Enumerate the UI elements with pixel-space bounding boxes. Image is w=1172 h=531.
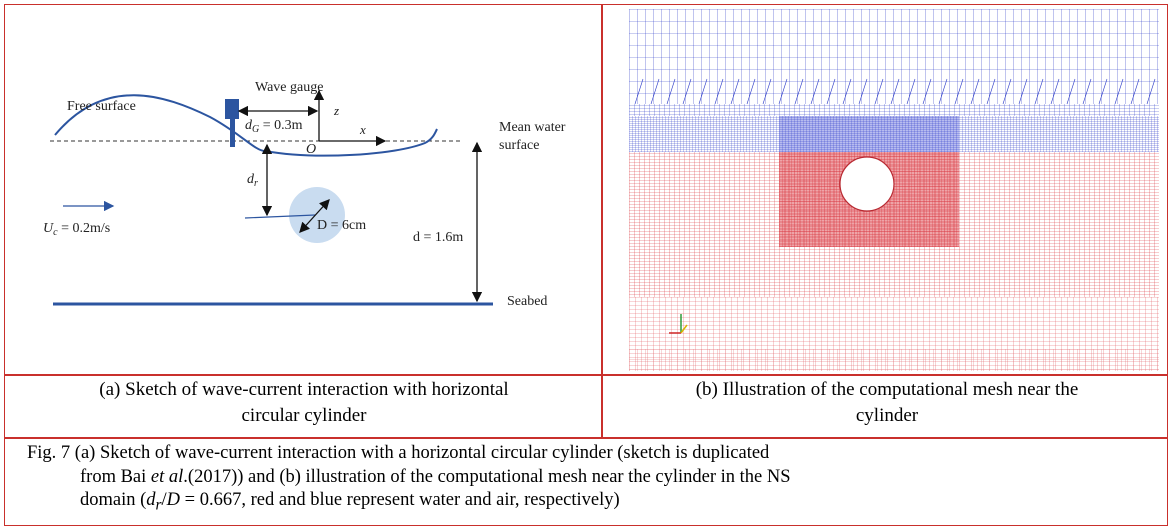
mesh-transition-slash <box>762 78 772 105</box>
mesh-transition-slash <box>682 78 692 105</box>
mesh-transition-slash <box>842 78 852 105</box>
air-coarse-mesh <box>629 9 1159 104</box>
wave-gauge-probe <box>230 119 235 147</box>
water-bottom-mesh <box>629 349 1159 371</box>
mesh-transition-slash <box>1098 78 1108 105</box>
row-divider-1 <box>5 374 1167 376</box>
mesh-transition-slash <box>906 78 916 105</box>
air-transition-mesh <box>629 104 1159 116</box>
mesh-transition-slash <box>698 78 708 105</box>
mesh-transition-slash <box>714 78 724 105</box>
column-divider <box>601 5 603 437</box>
mesh-transition-slash <box>1002 78 1012 105</box>
mesh-transition-slash <box>1130 78 1140 105</box>
mesh-transition-slash <box>890 78 900 105</box>
free-surface-label: Free surface <box>67 99 136 114</box>
depth-label: d = 1.6m <box>413 230 463 245</box>
z-axis-label: z <box>333 103 339 118</box>
mesh-transition-slash <box>970 78 980 105</box>
seabed-label: Seabed <box>507 294 547 309</box>
mesh-transition-slash <box>826 78 836 105</box>
figure-caption-line1: Fig. 7 (a) Sketch of wave-current intera… <box>27 443 770 463</box>
computational-mesh <box>629 9 1159 371</box>
cylinder-circle <box>289 187 345 243</box>
mesh-transition-slash <box>1146 78 1156 105</box>
mesh-transition-slash <box>794 78 804 105</box>
air-fine-mesh <box>629 116 1159 152</box>
panel-a-sketch: Free surface Wave gauge z x O dG = 0.3m … <box>15 25 595 370</box>
dg-label: dG = 0.3m <box>245 118 303 135</box>
panel-b-mesh <box>629 9 1159 371</box>
figure-caption: Fig. 7 (a) Sketch of wave-current intera… <box>27 442 1163 517</box>
mesh-transition-slash <box>1114 78 1124 105</box>
mesh-transition-slash <box>666 78 676 105</box>
cylinder-hole <box>839 156 895 212</box>
figure-caption-line2: from Bai et al.(2017)) and (b) illustrat… <box>80 466 791 487</box>
mesh-transition-slash <box>1082 78 1092 105</box>
mesh-transition-slash <box>810 78 820 105</box>
dr-label: dr <box>247 172 258 189</box>
mesh-transition-slash <box>1050 78 1060 105</box>
caption-b-line1: (b) Illustration of the computational me… <box>695 379 1079 400</box>
caption-b: (b) Illustration of the computational me… <box>607 377 1167 435</box>
mesh-transition-slash <box>1034 78 1044 105</box>
mesh-transition-slash <box>1066 78 1076 105</box>
mesh-transition-slash <box>922 78 932 105</box>
mesh-transition-slash <box>650 78 660 105</box>
mesh-transition-slash <box>1018 78 1028 105</box>
mesh-transition-slash <box>986 78 996 105</box>
mesh-transition-slash <box>874 78 884 105</box>
caption-a-line2: circular cylinder <box>241 405 367 426</box>
mesh-transition-slash <box>746 78 756 105</box>
mesh-transition-slash <box>938 78 948 105</box>
mesh-transition-slash <box>954 78 964 105</box>
row-divider-2 <box>5 437 1167 439</box>
axis-triad-icon <box>669 314 688 334</box>
wave-current-sketch: Free surface Wave gauge z x O dG = 0.3m … <box>43 80 566 309</box>
caption-a-line1: (a) Sketch of wave-current interaction w… <box>99 379 509 400</box>
figure-caption-line3: domain (dr/D = 0.667, red and blue repre… <box>80 490 620 514</box>
uc-label: Uc = 0.2m/s <box>43 221 110 238</box>
air-refined-block <box>779 116 959 152</box>
mesh-transition-slash <box>730 78 740 105</box>
figure-table: Free surface Wave gauge z x O dG = 0.3m … <box>4 4 1168 526</box>
diameter-arrow <box>299 199 330 233</box>
mesh-transition-slash <box>634 78 644 105</box>
wave-gauge-body <box>225 99 239 119</box>
wave-gauge-label: Wave gauge <box>255 80 323 95</box>
mesh-transition-row <box>634 78 1156 105</box>
caption-a: (a) Sketch of wave-current interaction w… <box>9 377 599 435</box>
x-axis-label: x <box>359 122 366 137</box>
diameter-label: D = 6cm <box>317 218 366 233</box>
mean-water-label-1: Mean water <box>499 120 566 135</box>
origin-label: O <box>306 142 316 157</box>
caption-b-line2: cylinder <box>855 405 919 426</box>
mesh-transition-slash <box>858 78 868 105</box>
mesh-transition-slash <box>778 78 788 105</box>
mean-water-label-2: surface <box>499 138 539 153</box>
